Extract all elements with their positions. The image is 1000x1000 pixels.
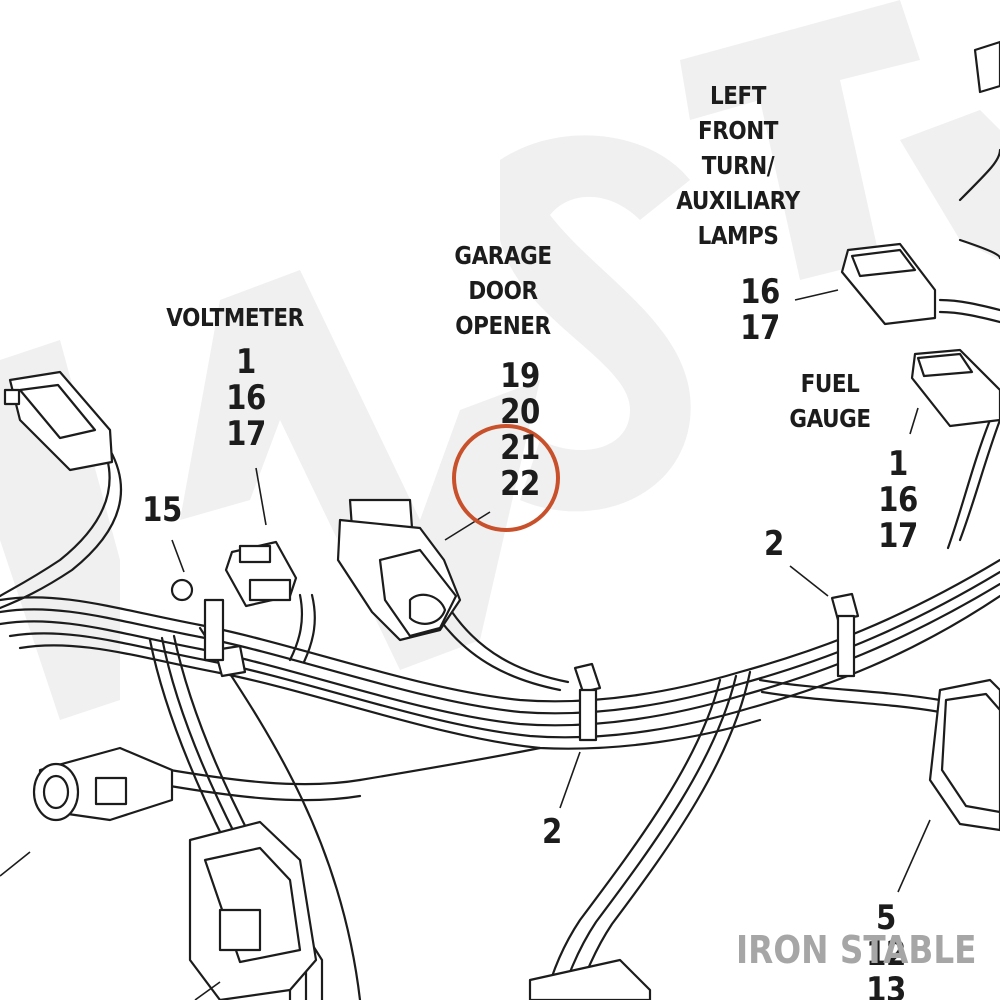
connector-top-right [973,40,1000,94]
part-number: 16 [226,378,266,418]
highlight-circle [452,424,560,532]
connector-left-round [32,746,174,822]
label-line-opener: OPENER [455,311,551,340]
connector-fuel-gauge [910,348,1000,428]
connector-bottom-middle [528,958,652,1000]
label-line-auxiliary: AUXILIARY [676,186,800,215]
label-voltmeter: VOLTMETER [162,300,308,335]
label-line-voltmeter: VOLTMETER [166,303,304,332]
part-number: 1 [888,444,908,484]
label-item-2-lower: 2 [542,812,562,852]
part-number: 1 [236,342,256,382]
label-line-lamps: LAMPS [697,221,779,250]
watermark-iron-stable: IRON STABLE [736,928,977,972]
label-left-front-turn: LEFT FRONT TURN/ AUXILIARY LAMPS [662,78,813,253]
numbers-left-front-turn: 16 17 [732,274,787,346]
cable-tie-clips [170,578,860,742]
part-number: 5 [876,898,896,938]
part-number: 12 [866,934,906,974]
label-item-15: 15 [142,490,182,530]
connector-left-front-turn [840,242,937,326]
label-item-2-upper: 2 [764,524,784,564]
part-number: 16 [740,272,780,312]
label-line-door: DOOR [468,276,538,305]
part-number: 17 [226,414,266,454]
connector-upper-left [3,370,114,472]
connector-voltmeter [224,540,298,608]
label-line-gauge: GAUGE [789,404,871,433]
numbers-voltmeter: 1 16 17 [218,344,273,452]
part-number: 16 [878,480,918,520]
part-number: 20 [500,392,540,432]
numbers-item-5-12-13: 5 12 13 [860,900,912,1000]
label-fuel-gauge: FUEL GAUGE [784,366,877,436]
numbers-garage-door-opener: 19 20 21 22 [491,358,549,502]
part-number: 21 [500,428,540,468]
label-line-fuel: FUEL [800,369,860,398]
part-number: 17 [740,308,780,348]
label-line-turn: TURN/ [701,151,775,180]
connector-bottom-left [188,820,318,1000]
numbers-fuel-gauge: 1 16 17 [870,446,925,554]
label-garage-door-opener: GARAGE DOOR OPENER [449,238,557,343]
part-number: 13 [866,970,906,1000]
part-number-highlighted: 22 [500,464,540,504]
leader-lines [0,289,931,1000]
label-line-front: FRONT [697,116,779,145]
part-number: 17 [878,516,918,556]
part-number: 19 [500,356,540,396]
label-line-left: LEFT [709,81,767,110]
connector-garage-door-opener [336,498,462,642]
connector-right [928,678,1000,832]
label-line-garage: GARAGE [454,241,552,270]
main-harness-bundle [0,558,1000,750]
